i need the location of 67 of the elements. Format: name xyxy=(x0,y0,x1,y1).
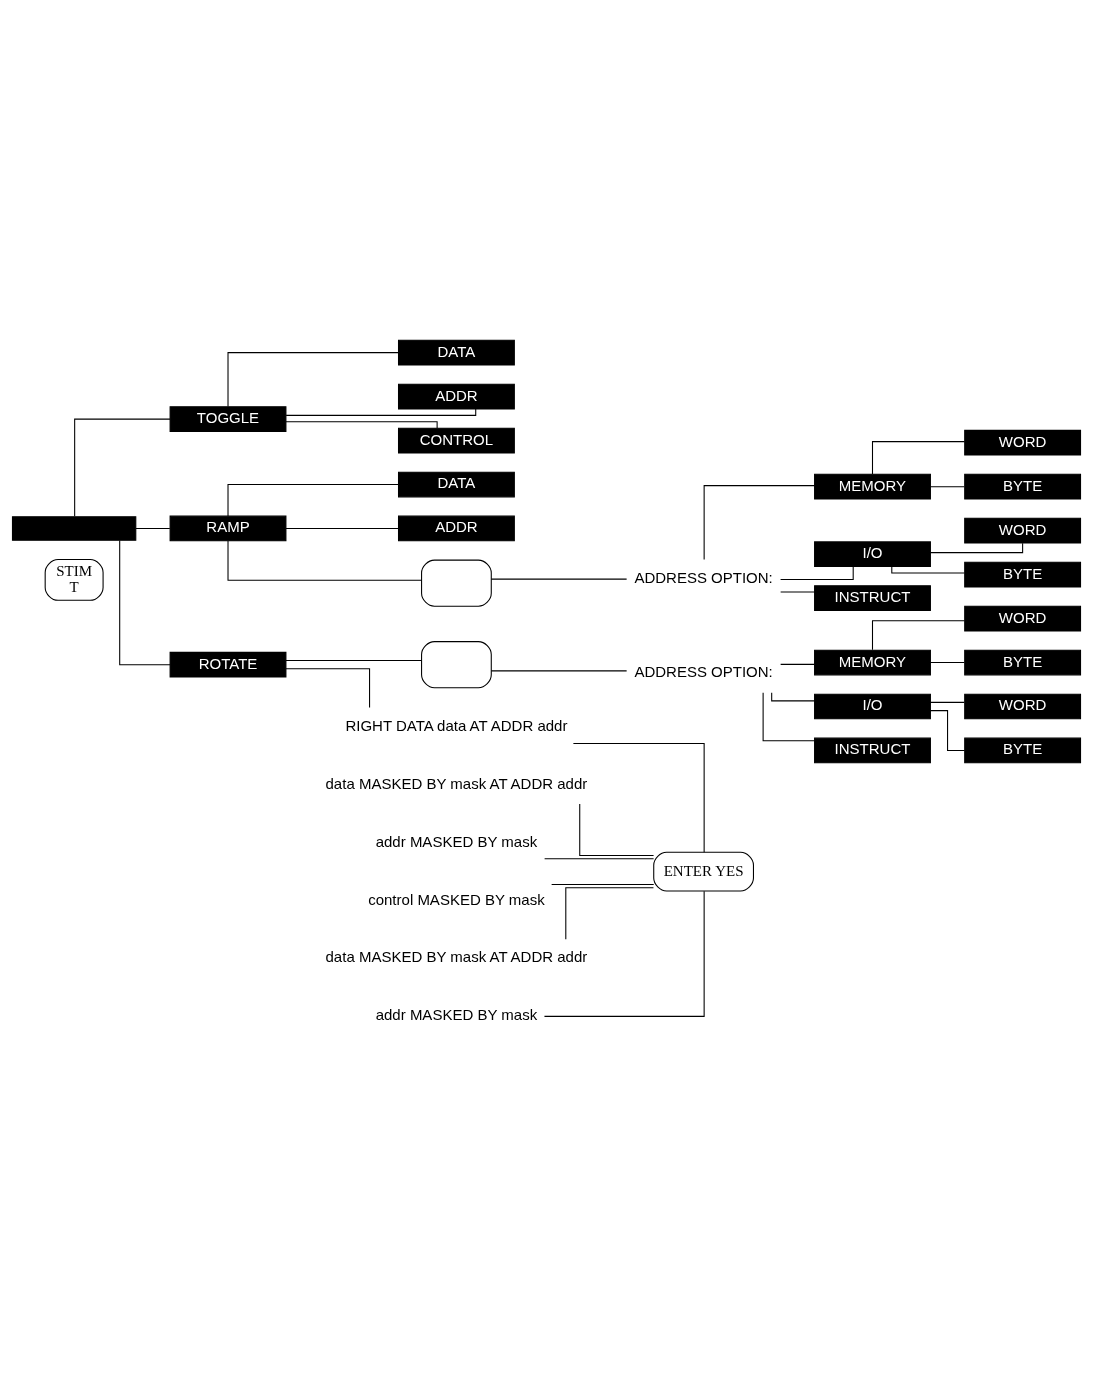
connector xyxy=(227,351,400,407)
node-box: ADDR xyxy=(398,383,515,409)
connector xyxy=(285,407,477,416)
connector xyxy=(930,542,1024,553)
connector xyxy=(780,663,815,665)
node-text: control MASKED BY mask xyxy=(368,890,545,908)
node-text: data MASKED BY mask AT ADDR addr xyxy=(325,774,588,792)
connector xyxy=(930,701,965,703)
node-text: RIGHT DATA data AT ADDR addr xyxy=(345,716,568,734)
node-box: ADDR xyxy=(398,515,515,541)
node-box xyxy=(421,640,492,688)
node-box: DATA xyxy=(398,471,515,497)
connector xyxy=(780,591,815,593)
node-text: data MASKED BY mask AT ADDR addr xyxy=(325,947,588,965)
connector xyxy=(490,578,628,580)
node-bar xyxy=(11,515,137,541)
node-text: ADDRESS OPTION: xyxy=(634,662,773,680)
node-box: I/O xyxy=(814,693,931,719)
connector xyxy=(930,485,965,487)
node-box: INSTRUCT xyxy=(814,584,931,611)
node-box: WORD xyxy=(964,429,1082,456)
node-box: RAMP xyxy=(169,515,287,541)
connector xyxy=(572,742,705,853)
node-box: WORD xyxy=(964,517,1082,543)
node-box xyxy=(421,559,492,607)
connector xyxy=(74,418,171,517)
connector xyxy=(871,619,966,650)
connector xyxy=(551,883,655,885)
node-box: BYTE xyxy=(964,737,1082,763)
connector xyxy=(285,659,422,661)
connector xyxy=(227,483,400,517)
connector xyxy=(565,886,654,940)
node-box: MEMORY xyxy=(814,473,931,500)
connector xyxy=(703,484,816,560)
node-box: WORD xyxy=(964,693,1082,719)
connector xyxy=(285,420,438,429)
node-box: BYTE xyxy=(964,473,1082,500)
node-text: addr MASKED BY mask xyxy=(375,832,538,850)
connector xyxy=(544,857,655,859)
connector xyxy=(285,667,371,708)
node-text: addr MASKED BY mask xyxy=(375,1005,538,1023)
node-box: INSTRUCT xyxy=(814,737,931,763)
connector xyxy=(871,440,966,474)
node-box: DATA xyxy=(398,339,515,365)
connector xyxy=(119,539,171,665)
connector xyxy=(771,691,815,701)
node-box: MEMORY xyxy=(814,649,931,675)
connector xyxy=(891,565,965,574)
node-box: ROTATE xyxy=(169,651,287,678)
node-box: I/O xyxy=(814,540,931,567)
connector xyxy=(780,565,854,580)
node-box: ENTER YES xyxy=(653,851,754,891)
node-box: BYTE xyxy=(964,649,1082,675)
node-box: WORD xyxy=(964,605,1082,631)
connector xyxy=(543,890,705,1017)
node-box: STIM T xyxy=(44,558,104,601)
connector xyxy=(135,527,171,529)
connector xyxy=(285,527,399,529)
node-box: CONTROL xyxy=(398,427,515,453)
node-box: BYTE xyxy=(964,561,1082,587)
connector xyxy=(579,803,655,856)
node-box: TOGGLE xyxy=(169,405,287,432)
connector xyxy=(762,691,815,741)
connector xyxy=(227,539,422,581)
connector xyxy=(490,669,628,671)
node-text: ADDRESS OPTION: xyxy=(634,568,773,586)
connector xyxy=(930,661,965,663)
